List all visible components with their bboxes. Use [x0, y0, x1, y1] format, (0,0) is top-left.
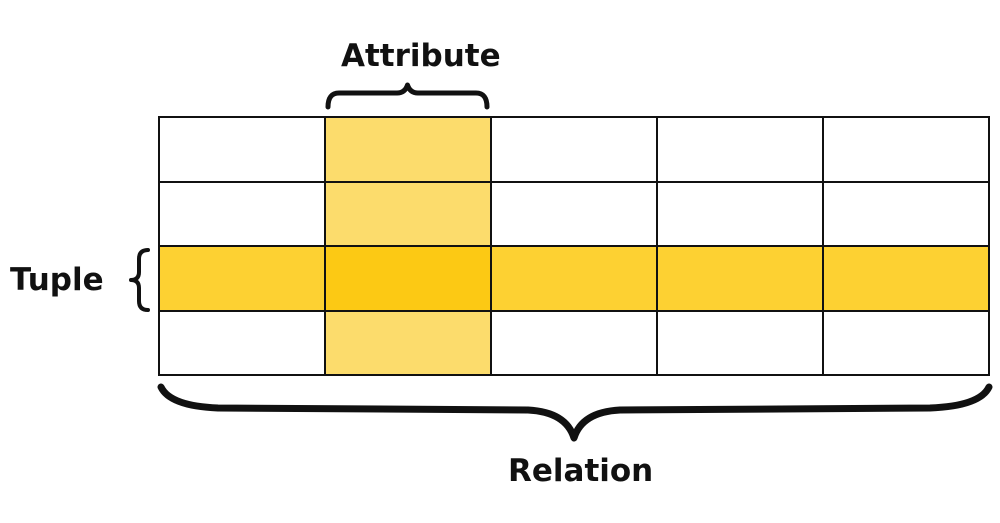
table-cell [160, 182, 324, 245]
table-cell [492, 311, 656, 374]
tuple-label: Tuple [10, 262, 104, 298]
attribute-brace-icon [325, 82, 490, 110]
table-cell [160, 118, 324, 181]
table-cell-tuple [824, 247, 988, 310]
table-cell [658, 182, 822, 245]
relation-table [158, 116, 990, 376]
table-cell-attribute [326, 311, 490, 374]
table-cell [658, 311, 822, 374]
table-cell-attribute [326, 118, 490, 181]
tuple-brace-icon [129, 248, 150, 312]
table-cell [824, 118, 988, 181]
table-cell [824, 311, 988, 374]
table-cell [824, 182, 988, 245]
table-cell-tuple [658, 247, 822, 310]
table-cell-intersection [326, 247, 490, 310]
table-cell [492, 182, 656, 245]
table-cell-tuple [160, 247, 324, 310]
relation-brace-icon [157, 383, 993, 442]
attribute-label: Attribute [341, 38, 501, 74]
table-cell-attribute [326, 182, 490, 245]
table-cell [658, 118, 822, 181]
table-cell [492, 118, 656, 181]
table-cell-tuple [492, 247, 656, 310]
table-cell [160, 311, 324, 374]
relation-label: Relation [508, 453, 654, 489]
